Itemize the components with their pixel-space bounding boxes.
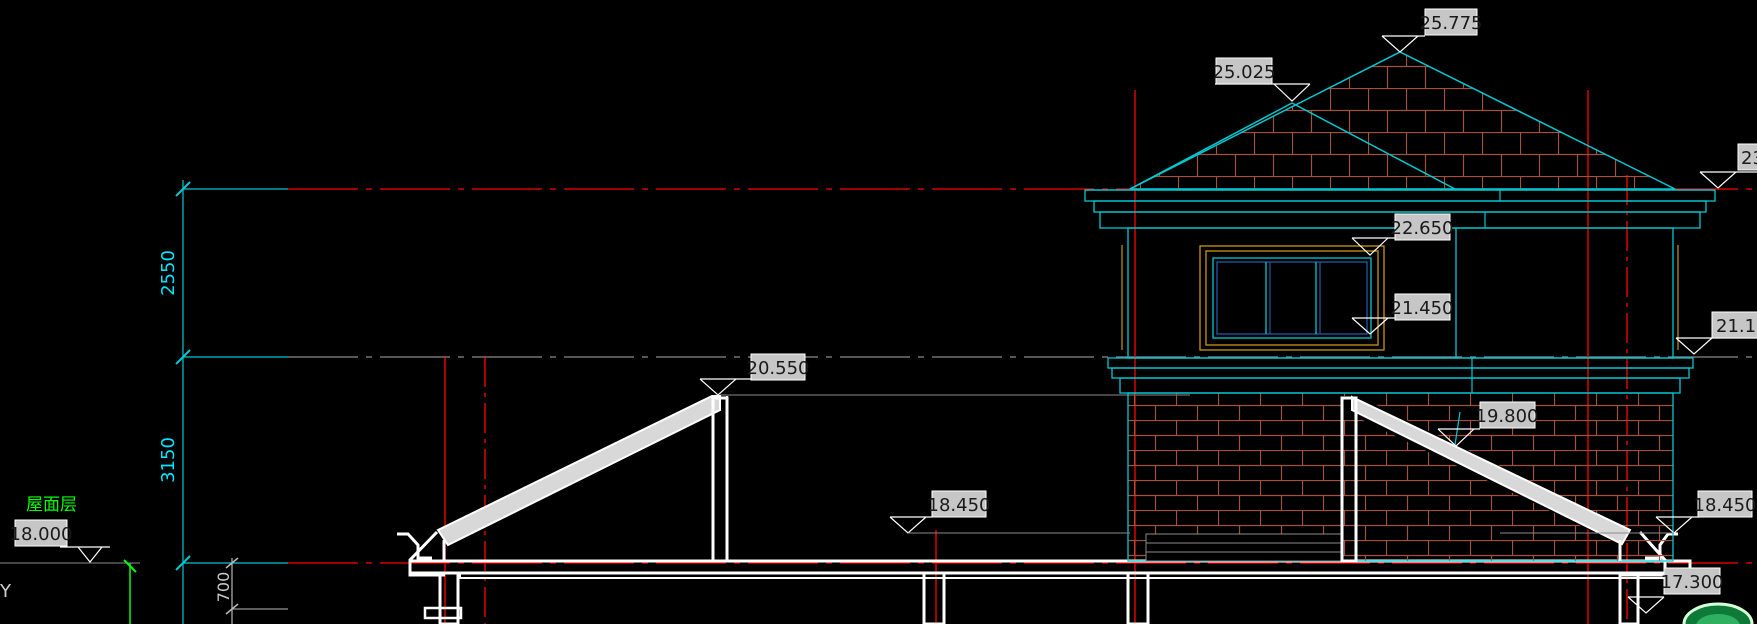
elev-2115-text: 21.15 <box>1716 316 1757 337</box>
elev-18000-text: 18.000 <box>10 524 73 545</box>
elev-23-text: 23 <box>1741 148 1757 169</box>
floor-marker: 屋面层 Y <box>0 495 140 624</box>
right-sloped-roof <box>1340 395 1632 563</box>
elev-25775-text: 25.775 <box>1420 13 1483 34</box>
gable-roof <box>1085 51 1715 191</box>
dim-2550: 2550 <box>158 250 179 296</box>
elevation-tag-23: 23 <box>1699 143 1757 189</box>
left-sloped-roof <box>436 395 729 563</box>
elev-19800-text: 19.800 <box>1476 406 1539 427</box>
elev-22650-text: 22.650 <box>1391 218 1454 239</box>
elevation-tag-18450-mid: 18.450 <box>889 490 1130 534</box>
elev-21450-text: 21.450 <box>1391 298 1454 319</box>
floor-note-text: 屋面层 <box>26 495 77 515</box>
elevation-tag-2115: 21.15 <box>1675 311 1757 355</box>
elevation-tag-18000: 18.000 <box>10 519 73 547</box>
elevation-tag-19800: 19.800 <box>1437 401 1539 447</box>
elev-18450-mid-text: 18.450 <box>928 495 991 516</box>
elev-17300-text: 17.300 <box>1661 572 1724 593</box>
dimension-chain: 2550 3150 700 <box>158 180 288 624</box>
elev-25025-text: 25.025 <box>1213 62 1276 83</box>
tower-window <box>1199 245 1385 351</box>
mid-cornice <box>1107 357 1694 394</box>
elevation-tags: 25.775 25.025 23 22.650 21.450 <box>10 8 1757 614</box>
axis-y-label: Y <box>0 581 12 602</box>
elevation-tag-18450-right: 18.450 <box>1500 490 1757 534</box>
elevation-tag-17300: 17.300 <box>1627 567 1724 614</box>
elevation-tag-25775: 25.775 <box>1381 8 1483 53</box>
dim-700: 700 <box>214 572 233 603</box>
viewcube-badge[interactable] <box>1682 602 1754 624</box>
elevation-tag-22650: 22.650 <box>1351 213 1454 256</box>
dim-3150: 3150 <box>158 437 179 483</box>
elev-18450-right-text: 18.450 <box>1694 495 1757 516</box>
elevation-tag-25025: 25.025 <box>1213 57 1311 102</box>
elevation-tag-21450: 21.450 <box>1351 293 1454 335</box>
elevation-tag-20550: 20.550 <box>699 353 810 396</box>
elev-20550-text: 20.550 <box>747 358 810 379</box>
